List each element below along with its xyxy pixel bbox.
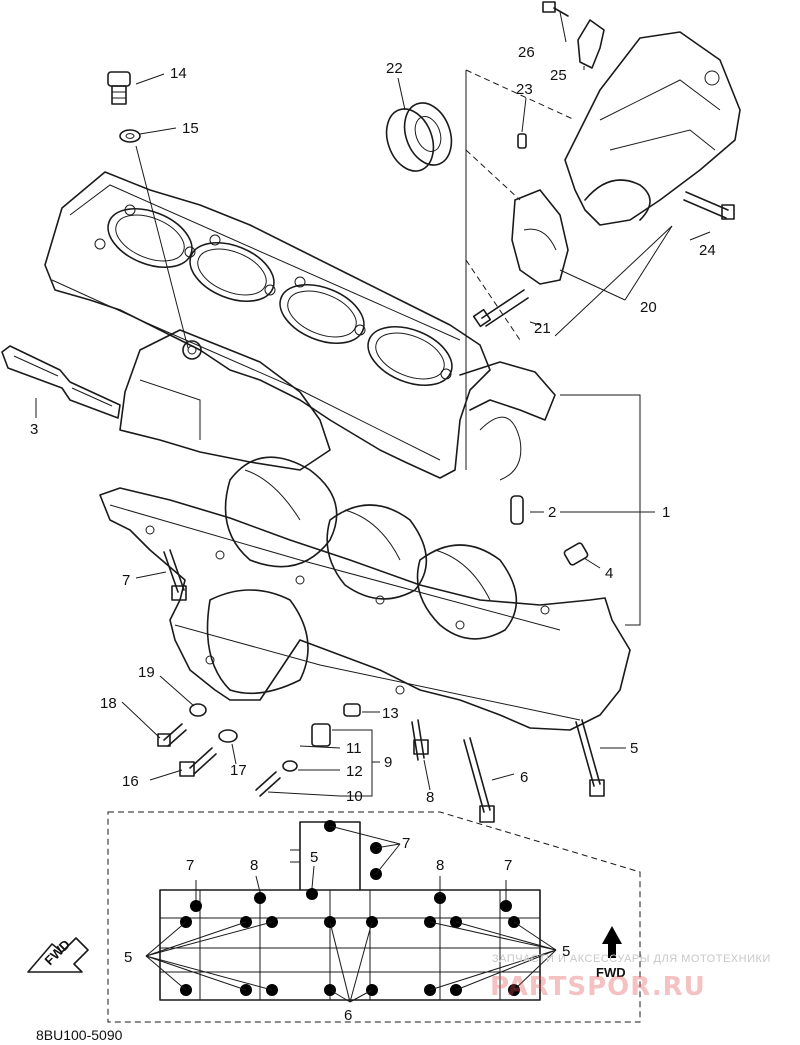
label-12: 12 [346, 763, 363, 780]
part-8-bolt [411, 719, 429, 761]
inset-leaders [145, 825, 557, 1003]
label-21: 21 [534, 320, 551, 337]
part-22-bearing [385, 102, 453, 172]
diagram-code: 8BU100-5090 [36, 1027, 123, 1043]
part-12-washer [282, 760, 298, 772]
leader-lines [35, 11, 711, 797]
inset-label-5-top: 5 [310, 849, 318, 866]
label-13: 13 [382, 705, 399, 722]
watermark-line1: ЗАПЧАСТИ И АКСЕССУАРЫ ДЛЯ МОТОТЕХНИКИ [492, 953, 771, 965]
fwd-arrow-up-icon: FWD [596, 926, 626, 980]
part-25-bracket [577, 19, 605, 69]
inset-label-7-b: 7 [402, 835, 410, 852]
label-11: 11 [346, 740, 362, 757]
label-10: 10 [346, 788, 363, 805]
part-20-bearing-cap [511, 189, 569, 285]
label-24: 24 [699, 242, 716, 259]
part-16-bolt [179, 747, 217, 777]
part-3-baffle [1, 345, 121, 419]
label-3: 3 [30, 421, 38, 438]
inset-bolt-dots [180, 820, 520, 996]
inset-label-7-a: 7 [186, 857, 194, 874]
label-4: 4 [605, 565, 613, 582]
part-15-washer [119, 129, 141, 143]
label-25: 25 [550, 67, 567, 84]
watermark-line2: PARTSPOR.RU [490, 972, 706, 1002]
part-7-bolt [163, 549, 187, 601]
label-7: 7 [122, 572, 130, 589]
label-2: 2 [548, 504, 556, 521]
label-6: 6 [520, 769, 528, 786]
part-11-fitting [311, 723, 331, 747]
part-23-pin [517, 133, 527, 149]
inset-bottom-view [107, 811, 641, 1023]
part-17-washer [218, 729, 238, 743]
part-labels: 14 15 3 22 23 25 26 24 20 21 1 2 4 7 5 6… [30, 44, 716, 806]
inset-label-5-left: 5 [124, 949, 132, 966]
label-8: 8 [426, 789, 434, 806]
label-18: 18 [100, 695, 117, 712]
label-5: 5 [630, 740, 638, 757]
label-9: 9 [384, 754, 392, 771]
upper-crankcase [44, 171, 556, 481]
label-20: 20 [640, 299, 657, 316]
inset-label-8-b: 8 [436, 857, 444, 874]
part-26-bolt [542, 1, 569, 17]
part-24-bolt [683, 191, 735, 220]
part-cover-housing [564, 31, 741, 226]
inset-labels: 5 5 6 7 7 7 8 8 5 [124, 835, 570, 1024]
lower-crankcase [99, 456, 631, 731]
label-15: 15 [182, 120, 199, 137]
inset-label-8-a: 8 [250, 857, 258, 874]
part-10-fitting [255, 771, 281, 797]
label-22: 22 [386, 60, 403, 77]
inset-label-6: 6 [344, 1007, 352, 1024]
fwd-right-label: FWD [596, 965, 626, 980]
inset-label-7-c: 7 [504, 857, 512, 874]
label-19: 19 [138, 664, 155, 681]
part-5-bolt [575, 719, 605, 797]
part-14-plug [107, 71, 131, 105]
part-2-dowel [510, 495, 524, 525]
label-17: 17 [230, 762, 247, 779]
part-4-plug [563, 542, 589, 566]
label-23: 23 [516, 81, 533, 98]
fwd-arrow-left-icon: FWD [27, 937, 89, 973]
part-6-bolt [463, 737, 495, 823]
inset-label-5-right: 5 [562, 943, 570, 960]
label-16: 16 [122, 773, 139, 790]
part-13-nut [343, 703, 361, 717]
label-1: 1 [662, 504, 670, 521]
label-26: 26 [518, 44, 535, 61]
part-18-bolt [157, 723, 187, 747]
watermark: ЗАПЧАСТИ И АКСЕССУАРЫ ДЛЯ МОТОТЕХНИКИ PA… [490, 953, 771, 1002]
part-21-bolt [472, 289, 529, 328]
part-19-washer [189, 703, 207, 717]
label-14: 14 [170, 65, 187, 82]
fwd-left-label: FWD [42, 937, 74, 969]
